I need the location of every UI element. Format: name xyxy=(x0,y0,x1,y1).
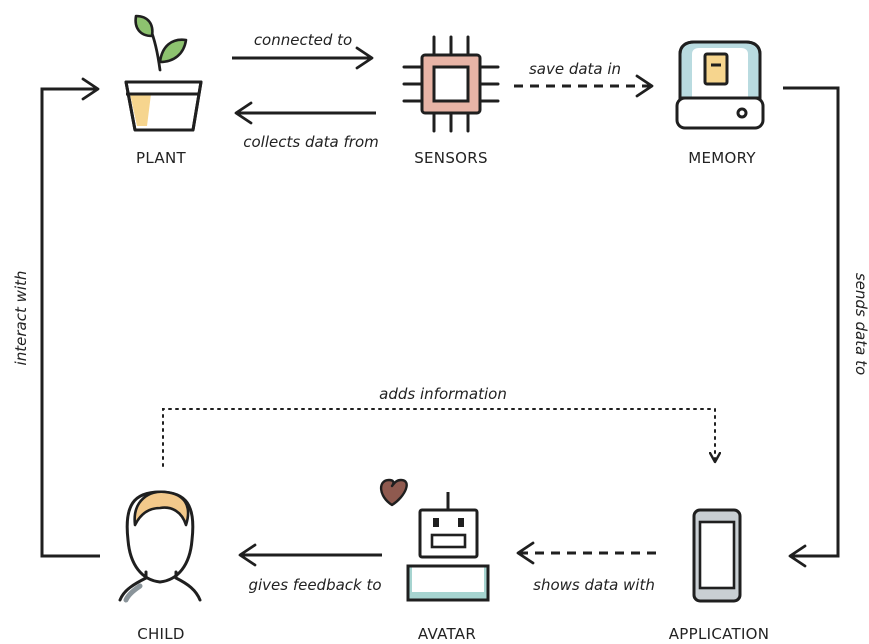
edge-label-connected-to: connected to xyxy=(254,31,352,49)
edge-adds-information xyxy=(162,408,715,467)
heart-icon xyxy=(379,478,408,507)
edge-label-interact-with: interact with xyxy=(12,271,30,366)
smartphone-icon xyxy=(692,508,742,603)
edge-interact-with xyxy=(40,77,100,558)
plant-label: PLANT xyxy=(136,149,186,167)
plant-icon xyxy=(124,14,203,132)
child-label: CHILD xyxy=(137,625,185,643)
edge-label-save-data-in: save data in xyxy=(529,60,621,78)
edge-label-sends-data-to: sends data to xyxy=(852,273,869,375)
robot-icon xyxy=(406,492,490,602)
edge-label-adds-information: adds information xyxy=(379,385,507,403)
edge-label-gives-feedback-to: gives feedback to xyxy=(248,576,381,594)
sensors-label: SENSORS xyxy=(414,149,488,167)
child-icon xyxy=(118,490,202,603)
avatar-label: AVATAR xyxy=(418,625,476,643)
application-label: APPLICATION xyxy=(669,625,770,643)
edge-label-collects-data-from: collects data from xyxy=(243,133,379,151)
memory-label: MEMORY xyxy=(688,149,756,167)
edge-sends-data-to xyxy=(783,86,840,568)
hard-drive-icon xyxy=(675,40,765,130)
edge-label-shows-data-with: shows data with xyxy=(533,576,655,594)
chip-icon xyxy=(402,35,500,133)
